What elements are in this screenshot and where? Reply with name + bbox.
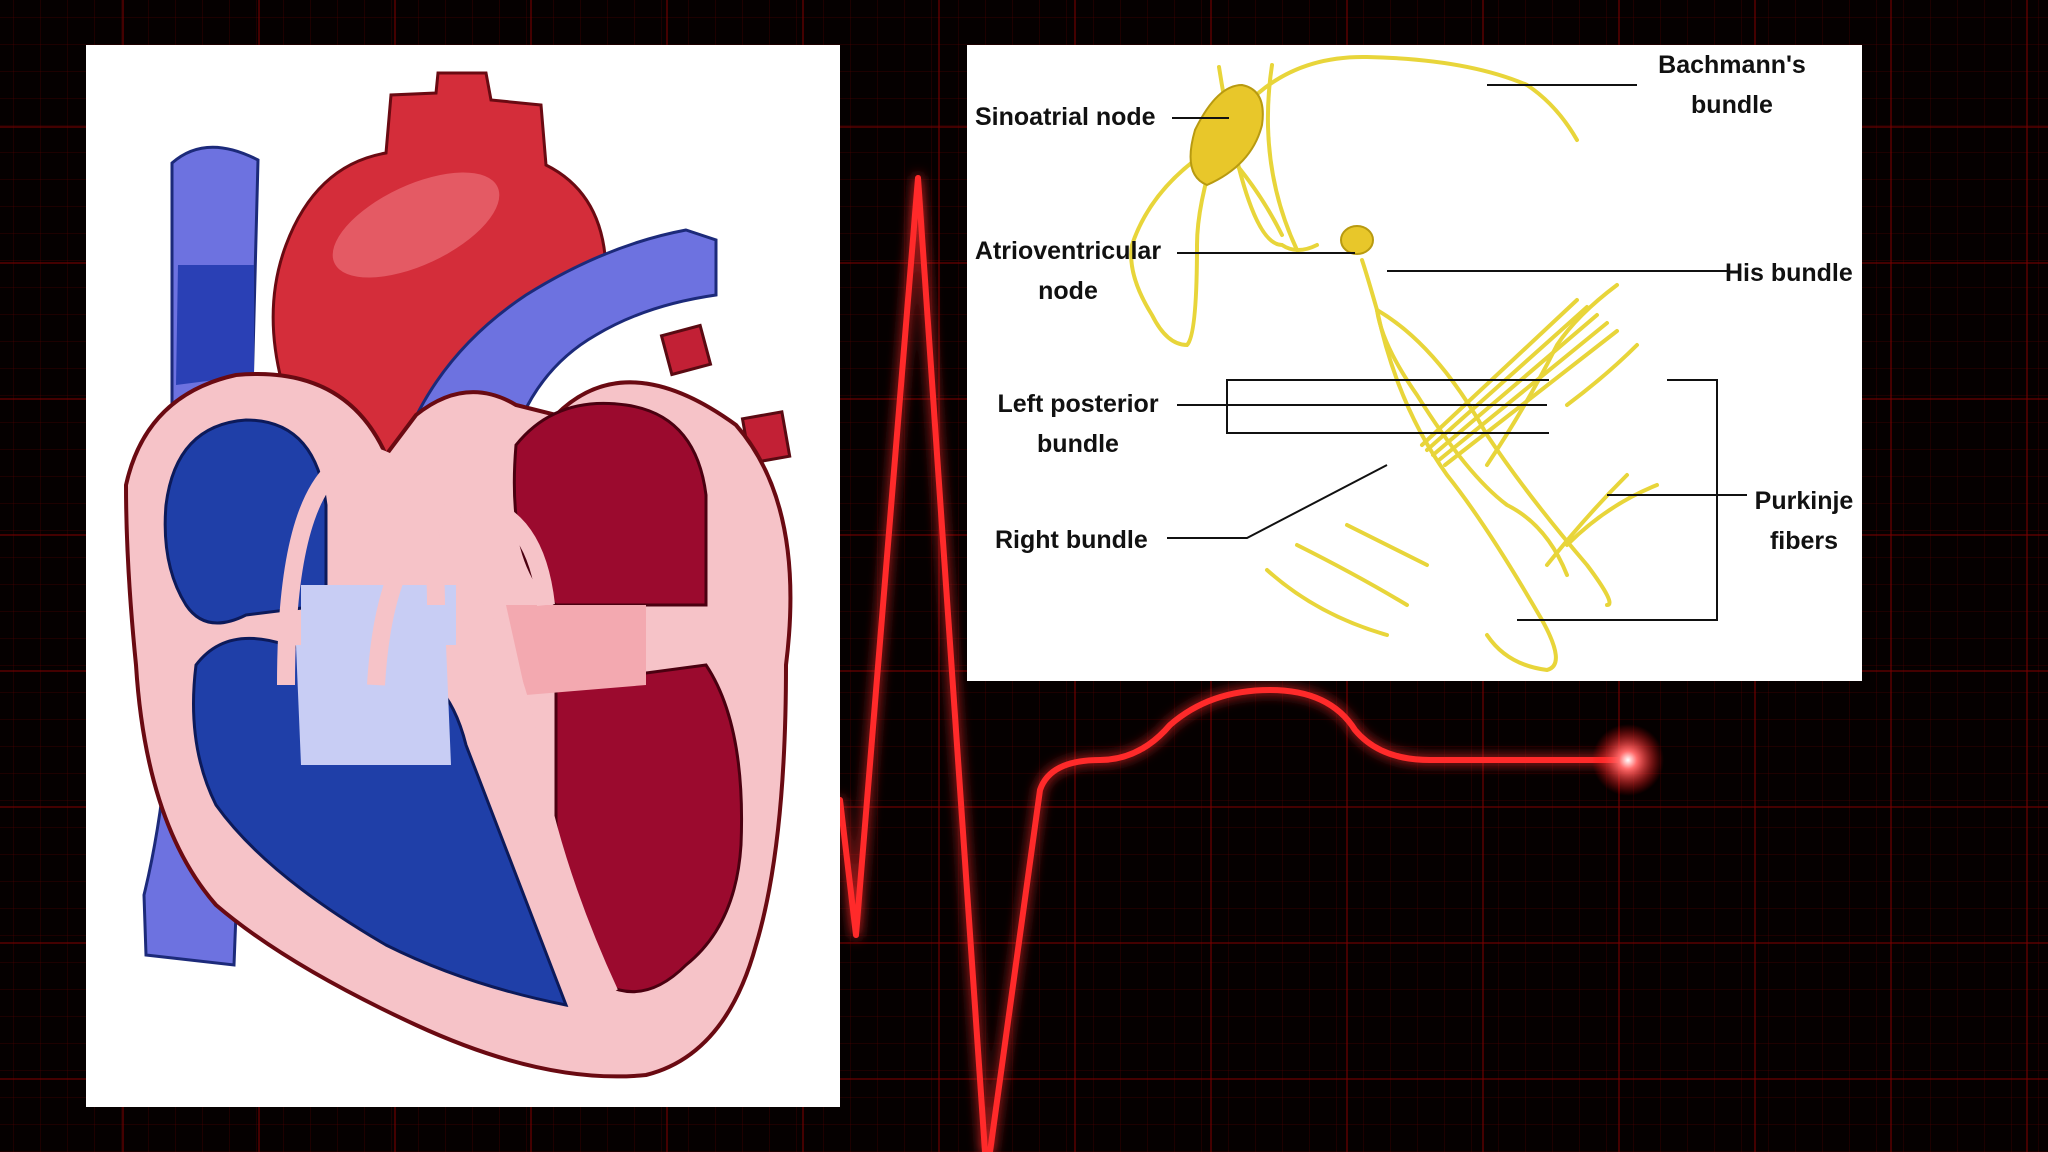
label-purkinje-line2: fibers [1769, 527, 1839, 555]
label-av-node-line1: Atrioventricular [974, 237, 1162, 265]
conduction-system-diagram [1129, 54, 1747, 673]
label-bachmanns-bundle-line2: bundle [1691, 91, 1773, 119]
sinoatrial-node-shape [1189, 83, 1264, 187]
label-av-node-line2: node [1038, 277, 1098, 305]
label-purkinje-fibers: Purkinje fibers [1749, 481, 1859, 561]
label-left-posterior-line1: Left posterior [997, 390, 1159, 418]
av-node-shape [1340, 225, 1374, 255]
heart-illustration [123, 71, 793, 1079]
ecg-leading-dot [1592, 724, 1664, 796]
label-sinoatrial-node: Sinoatrial node [975, 103, 1156, 131]
septum [456, 595, 618, 1001]
label-his-bundle: His bundle [1725, 259, 1853, 287]
label-right-bundle: Right bundle [995, 526, 1148, 554]
his-bundle-path [1360, 258, 1569, 577]
label-leaders [1167, 84, 1747, 621]
label-av-node: Atrioventricular node [967, 231, 1169, 311]
ecg-waveform [837, 175, 1633, 1152]
heart-anatomy-panel [86, 45, 840, 1107]
label-bachmanns-bundle: Bachmann's bundle [1637, 45, 1827, 125]
label-left-posterior-bundle: Left posterior bundle [983, 384, 1173, 464]
label-bachmanns-bundle-line1: Bachmann's [1658, 51, 1806, 79]
label-left-posterior-line2: bundle [1037, 430, 1119, 458]
label-purkinje-line1: Purkinje [1754, 487, 1854, 515]
valve-loops [277, 445, 555, 686]
conduction-system-panel: Sinoatrial node Bachmann's bundle Atriov… [967, 45, 1862, 681]
